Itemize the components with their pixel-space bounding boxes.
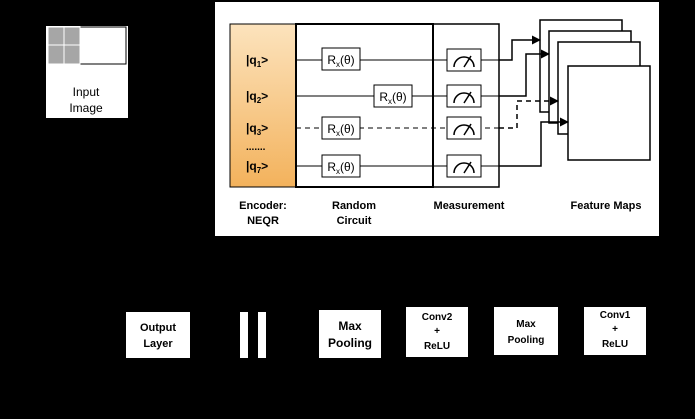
svg-text:Output: Output	[140, 322, 176, 334]
input-image-label-line2: Image	[69, 101, 103, 115]
qubit-label-3: |q3>	[246, 121, 268, 137]
encoder-label-line1: Encoder:	[239, 200, 287, 212]
conv1-block: Conv1 + ReLU	[584, 307, 646, 355]
flatten-bars	[240, 312, 266, 358]
svg-text:Rx(θ): Rx(θ)	[379, 90, 406, 106]
qubit-label-1: |q1>	[246, 53, 268, 69]
rx-gate-q7: Rx(θ)	[321, 154, 361, 178]
svg-text:Max: Max	[338, 319, 362, 333]
svg-text:|q1>: |q1>	[246, 53, 268, 69]
svg-text:ReLU: ReLU	[424, 341, 450, 352]
flatten-bar-right	[258, 312, 266, 358]
svg-text:Pooling: Pooling	[328, 336, 372, 350]
svg-text:|q7>: |q7>	[246, 159, 268, 175]
input-pixel-2	[63, 26, 81, 46]
measurement-block	[432, 23, 500, 188]
meter-icon	[446, 48, 482, 72]
feature-map-stack	[539, 19, 651, 161]
measurement-label: Measurement	[434, 200, 505, 212]
svg-text:Conv2: Conv2	[422, 312, 453, 323]
qubit-ellipsis: .......	[246, 142, 266, 153]
rx-gate-q1: Rx(θ)	[321, 47, 361, 71]
qubit-label-7: |q7>	[246, 159, 268, 175]
quantum-panel: |q1> |q2> |q3> ....... |q7> Rx(θ) Rx(θ) …	[215, 2, 659, 236]
rx-gate-q3: Rx(θ)	[321, 116, 361, 140]
svg-text:Conv1: Conv1	[600, 310, 631, 321]
svg-text:+: +	[612, 324, 618, 335]
meter-icon	[446, 116, 482, 140]
connector-q2	[499, 49, 550, 97]
svg-text:Max: Max	[516, 319, 536, 330]
max-pooling-2-block: Max Pooling	[319, 310, 381, 358]
rx-gate-q2: Rx(θ)	[373, 84, 413, 108]
meter-icon	[446, 84, 482, 108]
input-pixel-1	[47, 26, 65, 46]
svg-text:|q2>: |q2>	[246, 89, 268, 105]
meter-icon	[446, 154, 482, 178]
svg-text:Rx(θ): Rx(θ)	[327, 122, 354, 138]
svg-text:+: +	[434, 326, 440, 337]
connector-q3	[499, 96, 559, 129]
input-pixel-3	[47, 44, 65, 65]
input-image-label-line1: Input	[73, 85, 100, 99]
connector-q1	[499, 35, 541, 61]
input-pixel-4	[63, 44, 81, 65]
svg-text:Layer: Layer	[143, 338, 173, 350]
flatten-bar-left	[240, 312, 248, 358]
random-circuit-label-line1: Random	[332, 200, 376, 212]
random-circuit-label-line2: Circuit	[337, 215, 372, 227]
output-layer-block: Output Layer	[126, 312, 190, 358]
svg-text:Rx(θ): Rx(θ)	[327, 160, 354, 176]
svg-text:Rx(θ): Rx(θ)	[327, 53, 354, 69]
encoder-label-line2: NEQR	[247, 215, 279, 227]
input-image-card: Input Image	[46, 26, 128, 118]
connector-q7	[499, 117, 569, 167]
svg-text:|q3>: |q3>	[246, 121, 268, 137]
feature-map-4	[567, 65, 651, 161]
qubit-label-2: |q2>	[246, 89, 268, 105]
classical-pipeline: Output Layer Max Pooling Conv2 + ReLU Ma…	[126, 307, 646, 358]
conv2-block: Conv2 + ReLU	[406, 307, 468, 357]
feature-maps-label: Feature Maps	[571, 200, 642, 212]
svg-text:ReLU: ReLU	[602, 339, 628, 350]
svg-text:Pooling: Pooling	[508, 335, 545, 346]
max-pooling-1-block: Max Pooling	[494, 307, 558, 355]
